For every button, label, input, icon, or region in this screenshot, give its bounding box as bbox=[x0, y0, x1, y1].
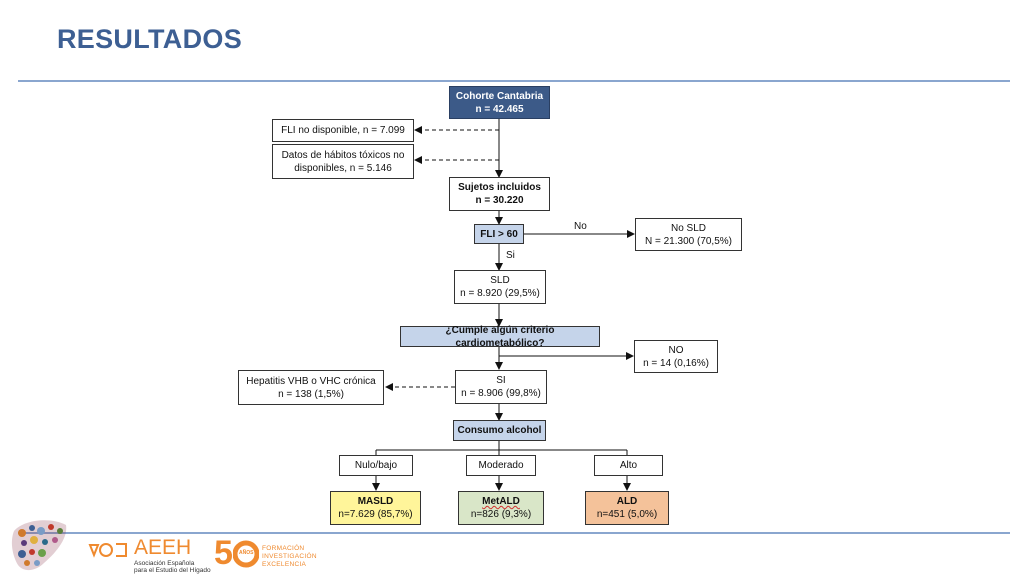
included-count: n = 30.220 bbox=[475, 195, 524, 206]
category-high-box: Alto bbox=[594, 455, 663, 476]
alcohol-label: Consumo alcohol bbox=[457, 425, 542, 436]
metald-label: MetALD bbox=[482, 496, 520, 507]
category-high-label: Alto bbox=[619, 460, 638, 471]
fli-unavailable-label: FLI no disponible, n = 7.099 bbox=[281, 125, 405, 136]
cohort-box: Cohorte Cantabria n = 42.465 bbox=[449, 86, 550, 119]
category-moderate-label: Moderado bbox=[478, 460, 524, 471]
cardio-no-count: n = 14 (0,16%) bbox=[643, 357, 709, 369]
page-title: RESULTADOS bbox=[57, 24, 242, 54]
fli-unavailable-box: FLI no disponible, n = 7.099 bbox=[272, 119, 414, 142]
sld-count: n = 8.920 (29,5%) bbox=[460, 288, 540, 299]
top-rule bbox=[18, 80, 1010, 82]
habits-unavailable-count: disponibles, n = 5.146 bbox=[294, 162, 392, 174]
aeeh-wordmark: AEEH bbox=[134, 536, 192, 559]
sld-label: SLD bbox=[490, 275, 510, 286]
cardio-si-box: SI n = 8.906 (99,8%) bbox=[455, 370, 547, 404]
cohort-count: n = 42.465 bbox=[475, 103, 524, 115]
habits-unavailable-label: Datos de hábitos tóxicos no bbox=[281, 149, 405, 161]
category-low-box: Nulo/bajo bbox=[339, 455, 413, 476]
cohort-label: Cohorte Cantabria bbox=[455, 90, 544, 102]
hepatitis-count: n = 138 (1,5%) bbox=[278, 388, 344, 400]
no-sld-box: No SLD N = 21.300 (70,5%) bbox=[635, 218, 742, 251]
no-sld-count: N = 21.300 (70,5%) bbox=[645, 235, 732, 247]
cardio-no-box: NO n = 14 (0,16%) bbox=[634, 340, 718, 373]
anniversary-tagline-2: INVESTIGACIÓN bbox=[262, 553, 317, 560]
metald-count: n=826 (9,3%) bbox=[470, 509, 532, 520]
ald-box: ALD n=451 (5,0%) bbox=[585, 491, 669, 525]
no-branch-label: No bbox=[574, 221, 587, 232]
masld-count: n=7.629 (85,7%) bbox=[338, 509, 413, 520]
alcohol-box: Consumo alcohol bbox=[453, 420, 546, 441]
anniversary-number: 5 bbox=[214, 534, 233, 572]
masld-label: MASLD bbox=[357, 496, 394, 507]
aeeh-subtitle-1: Asociación Española bbox=[134, 560, 195, 567]
habits-unavailable-box: Datos de hábitos tóxicos no disponibles,… bbox=[272, 144, 414, 179]
si-branch-label: Si bbox=[506, 250, 515, 261]
category-moderate-box: Moderado bbox=[466, 455, 536, 476]
fli-gate-box: FLI > 60 bbox=[474, 224, 524, 244]
anniversary-tagline-3: EXCELENCIA bbox=[262, 561, 307, 568]
cardio-si-label: SI bbox=[496, 375, 506, 386]
anniversary-years-label: AÑOS bbox=[239, 550, 254, 556]
liver-mosaic-logo bbox=[11, 520, 67, 571]
no-sld-label: No SLD bbox=[670, 222, 706, 234]
included-box: Sujetos incluidos n = 30.220 bbox=[449, 177, 550, 211]
included-label: Sujetos incluidos bbox=[458, 182, 541, 193]
anniversary-zero-ring-icon bbox=[233, 540, 259, 568]
cardio-criteria-label: ¿Cumple algún criterio cardiometabólico? bbox=[445, 324, 555, 349]
aeeh-subtitle-2: para el Estudio del Hígado bbox=[134, 567, 211, 574]
cardio-no-label: NO bbox=[668, 344, 684, 356]
bottom-rule bbox=[18, 532, 1010, 534]
anniversary-tagline-1: FORMACIÓN bbox=[262, 545, 305, 552]
hepatitis-box: Hepatitis VHB o VHC crónica n = 138 (1,5… bbox=[238, 370, 384, 405]
ald-label: ALD bbox=[616, 496, 638, 507]
cardio-criteria-box: ¿Cumple algún criterio cardiometabólico? bbox=[400, 324, 600, 349]
hepatitis-label: Hepatitis VHB o VHC crónica bbox=[246, 375, 376, 387]
sld-box: SLD n = 8.920 (29,5%) bbox=[454, 270, 546, 304]
aeeh-emblem-icon bbox=[88, 543, 127, 558]
fli-gate-label: FLI > 60 bbox=[480, 228, 518, 240]
cardio-si-count: n = 8.906 (99,8%) bbox=[461, 388, 541, 399]
metald-box: MetALD n=826 (9,3%) bbox=[458, 491, 544, 525]
category-low-label: Nulo/bajo bbox=[354, 460, 398, 471]
masld-box: MASLD n=7.629 (85,7%) bbox=[330, 491, 421, 525]
ald-count: n=451 (5,0%) bbox=[596, 509, 658, 520]
